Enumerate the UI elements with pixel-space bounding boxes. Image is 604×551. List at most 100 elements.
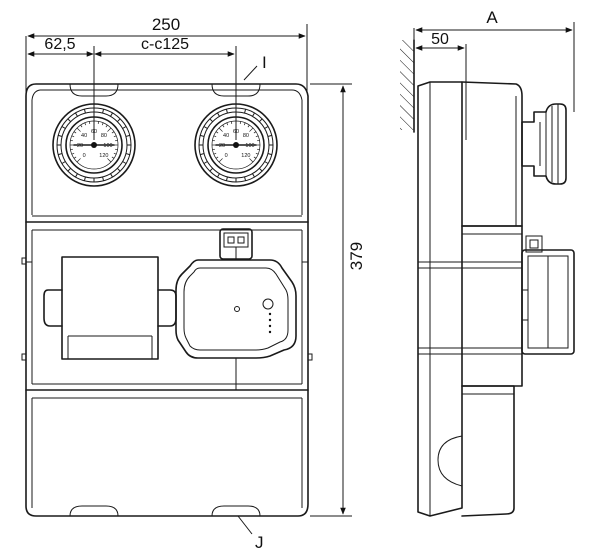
knurl-tooth <box>110 112 113 117</box>
knurl-tooth <box>125 134 130 137</box>
scale-label: 80 <box>243 133 249 139</box>
insulation-housing <box>21 83 313 517</box>
scale-tick <box>215 156 219 159</box>
scale-label: 100 <box>245 143 254 149</box>
callout-i-label: I <box>262 53 267 72</box>
knurl-tooth <box>116 167 121 172</box>
dimension-62-5-label: 62,5 <box>44 36 75 53</box>
knurl-tooth <box>102 176 105 181</box>
knurl-tooth <box>102 109 105 114</box>
knurl-tooth <box>244 109 247 114</box>
wall-hatching <box>400 39 415 133</box>
knurl-tooth <box>225 176 228 181</box>
scale-tick <box>218 127 223 132</box>
knurl-tooth <box>116 118 121 123</box>
dimension-c-c125-label: c-c125 <box>141 36 189 53</box>
knurl-tooth <box>258 118 263 123</box>
scale-tick <box>107 127 112 132</box>
scale-tick <box>247 124 250 128</box>
scale-label: 80 <box>101 133 107 139</box>
scale-tick <box>71 135 75 138</box>
knurl-tooth <box>61 161 66 164</box>
scale-tick <box>218 158 223 163</box>
dimension-379-label: 379 <box>347 242 366 270</box>
knurl-tooth <box>225 109 228 114</box>
scale-tick <box>213 152 217 155</box>
knurl-tooth <box>58 134 63 137</box>
scale-tick <box>113 152 117 155</box>
scale-tick <box>222 124 225 128</box>
knurl-tooth <box>67 118 72 123</box>
knurl-tooth <box>209 118 214 123</box>
knurl-tooth <box>264 161 269 164</box>
dimension-overall-height: 379 <box>310 83 366 517</box>
front-view: 250 62,5 c-c125 I 379 <box>21 15 366 551</box>
knurl-tooth <box>244 176 247 181</box>
scale-label: 20 <box>219 143 225 149</box>
dimension-wall-offset: 50 <box>415 31 467 140</box>
scale-label: 120 <box>99 153 108 159</box>
scale-label: 20 <box>77 143 83 149</box>
scale-tick <box>255 135 259 138</box>
knurl-tooth <box>209 167 214 172</box>
scale-tick <box>76 127 81 132</box>
pump-electrical-connector <box>219 228 253 260</box>
scale-tick <box>255 152 259 155</box>
scale-tick <box>213 135 217 138</box>
scale-tick <box>101 122 104 126</box>
scale-tick <box>113 135 117 138</box>
knurl-tooth <box>217 112 220 117</box>
knurl-tooth <box>75 173 78 178</box>
knurl-tooth <box>200 134 205 137</box>
knurl-tooth <box>75 112 78 117</box>
scale-label: 0 <box>83 153 86 159</box>
dimension-250-label: 250 <box>152 15 180 34</box>
scale-label: 100 <box>103 143 112 149</box>
scale-tick <box>111 131 115 134</box>
scale-tick <box>105 124 108 128</box>
knurl-tooth <box>61 126 66 129</box>
knurl-tooth <box>83 176 86 181</box>
dimension-50-label: 50 <box>431 31 449 48</box>
callout-j: J <box>237 515 264 551</box>
callout-j-label: J <box>255 533 264 551</box>
knurl-tooth <box>58 153 63 156</box>
scale-tick <box>111 156 115 159</box>
dimension-depth-a: A <box>413 8 575 112</box>
knurl-tooth <box>267 153 272 156</box>
scale-label: 0 <box>225 153 228 159</box>
scale-tick <box>84 122 87 126</box>
knurl-tooth <box>267 134 272 137</box>
scale-label: 40 <box>81 133 87 139</box>
dimension-overall-width: 250 <box>25 15 308 92</box>
scale-tick <box>249 127 254 132</box>
knurl-tooth <box>264 126 269 129</box>
scale-label: 120 <box>241 153 250 159</box>
scale-tick <box>253 131 257 134</box>
dimension-a-label: A <box>486 8 498 27</box>
gauge-knurled-ring <box>194 103 278 187</box>
knurl-tooth <box>110 173 113 178</box>
knurl-tooth <box>258 167 263 172</box>
side-housing <box>417 81 523 517</box>
scale-tick <box>73 156 77 159</box>
dimension-center-distance: c-c125 <box>93 36 237 140</box>
dimension-left-offset: 62,5 <box>27 36 94 57</box>
callout-i: I <box>243 53 267 81</box>
gauge-knurled-ring <box>52 103 136 187</box>
scale-label: 40 <box>223 133 229 139</box>
knurl-tooth <box>122 126 127 129</box>
knurl-tooth <box>203 161 208 164</box>
scale-tick <box>76 158 81 163</box>
knurl-tooth <box>217 173 220 178</box>
knurl-tooth <box>125 153 130 156</box>
knurl-tooth <box>83 109 86 114</box>
scale-tick <box>226 122 229 126</box>
side-gauge-knob <box>521 103 567 185</box>
scale-tick <box>243 122 246 126</box>
